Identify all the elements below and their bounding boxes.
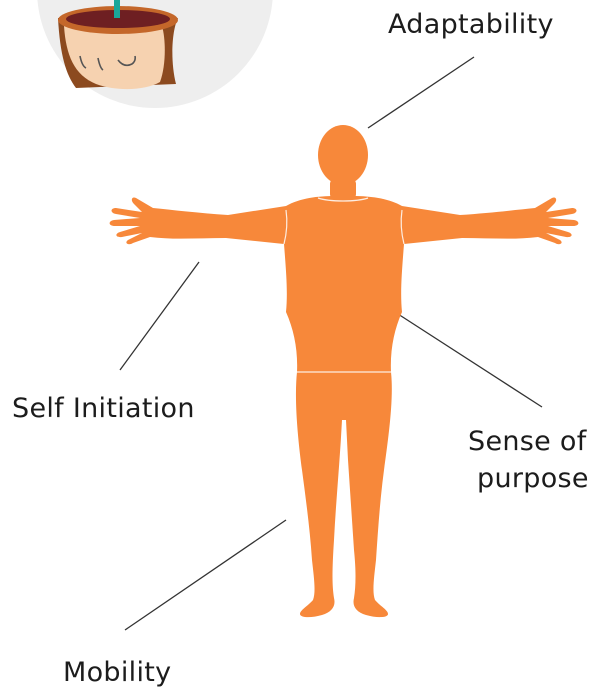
- head-plant-pot-icon: [37, 0, 273, 108]
- label-sense-of-purpose-line1: Sense of: [468, 425, 587, 458]
- label-self-initiation: Self Initiation: [12, 392, 195, 425]
- human-body-icon: [110, 125, 579, 617]
- body-torso-arms: [110, 196, 579, 372]
- leader-line-adaptability: [368, 57, 474, 128]
- label-mobility: Mobility: [63, 656, 171, 689]
- leader-line-sense-of-purpose: [398, 314, 542, 407]
- plant-stem: [114, 0, 120, 18]
- leader-line-mobility: [125, 520, 286, 630]
- label-adaptability: Adaptability: [388, 8, 554, 41]
- body-head: [318, 125, 368, 185]
- leader-line-self-initiation: [120, 262, 199, 370]
- label-sense-of-purpose-line2: purpose: [477, 462, 589, 495]
- body-legs: [296, 372, 392, 617]
